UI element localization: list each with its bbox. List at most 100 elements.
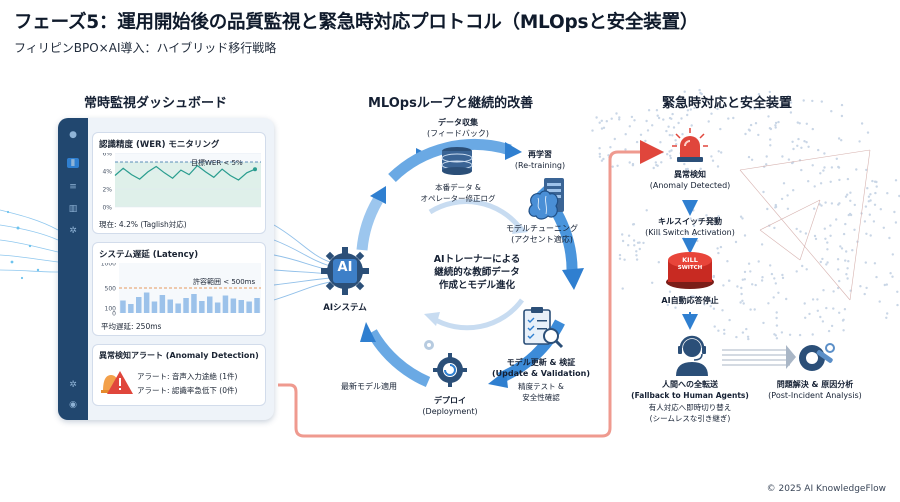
- page-subtitle: フィリピンBPO×AI導入：ハイブリッド移行戦略: [14, 41, 277, 55]
- map-dot: [769, 138, 772, 141]
- update-note-2: 安全性確認: [522, 393, 560, 402]
- emergency-feedback-path: [278, 140, 664, 438]
- map-dot: [618, 257, 622, 260]
- ai-badge: AI: [337, 260, 353, 275]
- data-note-2: オペレーター修正ログ: [420, 194, 496, 203]
- map-dot: [774, 121, 778, 125]
- map-dot: [766, 207, 769, 211]
- map-dot: [716, 107, 719, 111]
- map-dot: [624, 133, 627, 136]
- map-dot: [782, 182, 786, 185]
- home-icon[interactable]: ●: [69, 130, 77, 140]
- center-text-2: 継続的な教師データ: [434, 267, 520, 278]
- latency-bar: [214, 302, 221, 313]
- wer-card-title: 認識精度 (WER) モニタリング: [99, 140, 220, 150]
- map-dot: [819, 182, 823, 185]
- map-dot: [787, 158, 791, 161]
- small-gear-icon: [424, 340, 434, 350]
- map-dot: [699, 167, 702, 170]
- map-dot: [630, 115, 634, 119]
- gear-icon[interactable]: ✲: [69, 226, 77, 236]
- map-dot: [842, 232, 846, 236]
- map-dot: [760, 243, 764, 246]
- map-dot: [818, 203, 821, 206]
- alert-icon: [101, 371, 133, 394]
- map-dot: [727, 117, 730, 120]
- map-dot: [741, 217, 744, 220]
- map-dot: [849, 213, 853, 217]
- map-dot: [825, 306, 828, 310]
- map-dot: [798, 122, 801, 125]
- map-dot: [792, 147, 795, 151]
- map-dot: [805, 268, 808, 271]
- map-dot: [799, 230, 802, 233]
- user-icon[interactable]: ◉: [69, 400, 77, 410]
- map-dot: [623, 258, 626, 261]
- map-dot: [743, 278, 746, 281]
- list-icon[interactable]: ≡: [69, 182, 77, 192]
- map-dot: [774, 124, 777, 127]
- map-dot: [891, 253, 894, 256]
- map-dot: [855, 168, 858, 171]
- map-dot: [631, 164, 635, 167]
- update-subtitle: (Update & Validation): [492, 369, 590, 378]
- map-dot: [786, 207, 790, 210]
- map-dot: [631, 223, 635, 226]
- map-dot: [651, 281, 654, 284]
- wer-tick-label: 6%: [102, 153, 112, 158]
- map-dot: [751, 283, 754, 286]
- tools-gear-icon: [799, 343, 835, 371]
- map-dot: [721, 309, 724, 312]
- map-dot: [668, 290, 672, 293]
- map-dot: [675, 143, 678, 146]
- map-dot: [775, 337, 779, 340]
- map-dot: [652, 166, 655, 170]
- map-dot: [767, 115, 770, 118]
- map-dot: [720, 151, 723, 154]
- map-dot: [728, 318, 731, 322]
- map-dot: [770, 272, 774, 276]
- bar-chart-icon[interactable]: ▥: [68, 204, 78, 214]
- map-dot: [723, 328, 726, 332]
- latency-bar: [151, 301, 158, 313]
- network-line: [759, 199, 821, 231]
- settings-icon[interactable]: ✲: [69, 380, 77, 390]
- map-dot: [802, 99, 805, 102]
- map-dot: [811, 99, 814, 103]
- map-dot: [683, 90, 686, 93]
- map-dot: [865, 168, 868, 172]
- map-dot: [689, 108, 692, 111]
- map-dot: [745, 327, 748, 331]
- map-dot: [754, 122, 758, 125]
- map-dot: [635, 140, 639, 144]
- map-dot: [785, 297, 788, 301]
- map-dot: [747, 262, 751, 265]
- update-note-1: 精度テスト &: [518, 382, 564, 391]
- network-line: [799, 199, 821, 261]
- map-dot: [757, 260, 760, 263]
- map-dot: [686, 109, 690, 112]
- map-dot: [717, 150, 720, 153]
- map-dot: [781, 273, 784, 277]
- map-dot: [670, 149, 673, 152]
- arrow-human-to-post: [722, 349, 790, 366]
- chart-icon[interactable]: ▮: [67, 158, 79, 168]
- map-dot: [866, 131, 870, 134]
- map-dot: [598, 147, 601, 150]
- deploy-subtitle: (Deployment): [422, 407, 478, 416]
- latency-bar: [159, 295, 166, 313]
- map-dot: [609, 146, 612, 149]
- map-dot: [821, 320, 825, 323]
- kill-switch-button[interactable]: [664, 250, 716, 290]
- wer-tick-label: 0%: [102, 205, 112, 212]
- map-dot: [811, 298, 815, 301]
- map-dot: [674, 139, 677, 142]
- map-dot: [636, 241, 640, 244]
- map-dot: [773, 226, 776, 230]
- map-dot: [690, 124, 693, 127]
- map-dot: [762, 321, 765, 325]
- map-dot: [871, 179, 874, 183]
- latency-range-label: 許容範囲 < 500ms: [193, 278, 256, 286]
- map-dot: [886, 192, 889, 195]
- map-dot: [786, 194, 789, 197]
